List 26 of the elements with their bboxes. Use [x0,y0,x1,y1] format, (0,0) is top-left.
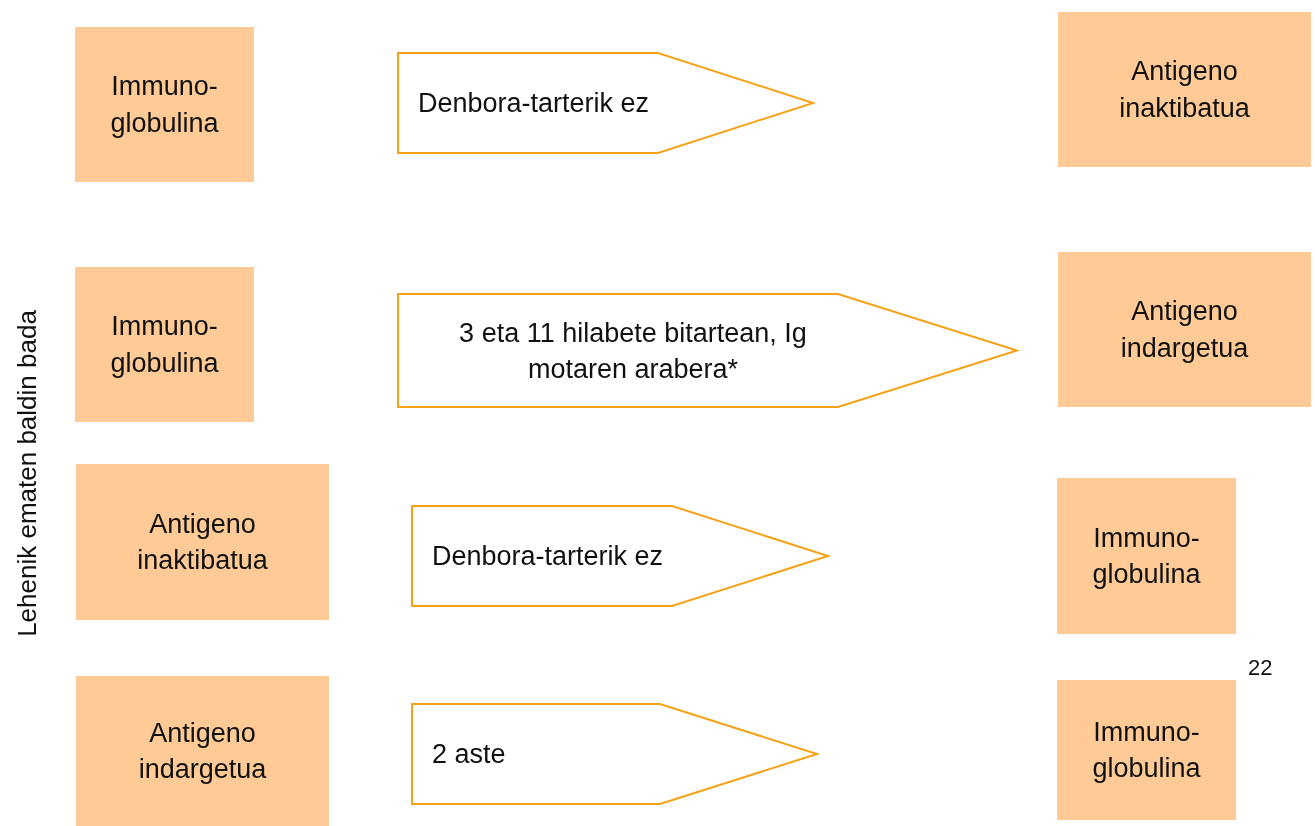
process-box [75,27,254,182]
box-text: Antigeno inaktibatua [1118,55,1251,125]
arrow-text: Denbora-tarterik ez [418,86,650,120]
arrow-text: 3 eta 11 hilabete bitartean, Ig motaren arabera* [458,316,808,386]
process-box [1057,680,1236,820]
box-text: Antigeno inaktibatua [136,507,269,577]
box-text: Antigeno indargetua [137,716,268,786]
process-box [1058,12,1311,167]
arrow-text: 2 aste [432,737,506,771]
arrow-text: Denbora-tarterik ez [432,539,664,573]
process-box [75,267,254,422]
process-box [1058,252,1311,407]
page-number: 22 [1248,655,1273,681]
box-text: Antigeno indargetua [1119,295,1250,365]
vertical-axis-label: Lehenik ematen baldin bada [11,309,43,639]
box-text: Immuno- globulina [1091,521,1202,591]
process-box [1057,478,1236,634]
pentagon-arrow-shape [398,53,813,153]
process-box [76,676,329,826]
pentagon-arrow-shape [398,294,1017,407]
process-box [76,464,329,620]
box-text: Immuno- globulina [109,70,220,140]
pentagon-arrow-shape [412,506,828,606]
box-text: Immuno- globulina [109,310,220,380]
pentagon-arrow-shape [412,704,817,804]
box-text: Immuno- globulina [1091,715,1202,785]
